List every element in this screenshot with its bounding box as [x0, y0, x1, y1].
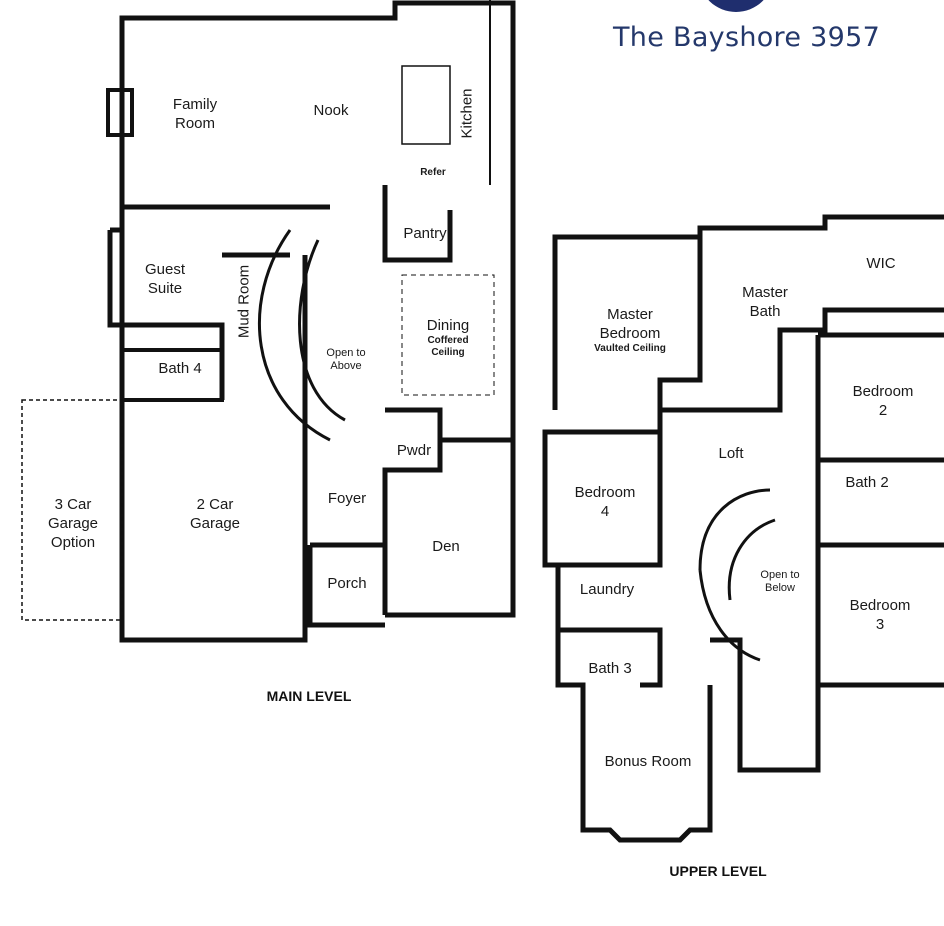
upper-level-label: UPPER LEVEL — [669, 863, 767, 879]
room-guest-suite: Guest Suite — [144, 261, 186, 297]
room-master-bedroom: Master Bedroom — [599, 306, 661, 342]
room-mud-room: Mud Room — [235, 264, 253, 339]
room-laundry: Laundry — [579, 581, 635, 598]
room-2-car-garage: 2 Car Garage — [189, 496, 241, 532]
open-to-below: Open to Below — [760, 569, 800, 594]
room-wic: WIC — [866, 255, 896, 272]
room-master-bath: Master Bath — [742, 284, 788, 320]
room-bath-3: Bath 3 — [588, 660, 632, 677]
room-kitchen: Kitchen — [458, 88, 476, 139]
dining-note: Coffered Ceiling — [427, 335, 469, 358]
room-dining: Dining — [426, 317, 470, 334]
room-family-room: Family Room — [172, 96, 218, 132]
room-bedroom-4: Bedroom 4 — [574, 484, 636, 520]
room-loft: Loft — [718, 445, 744, 462]
master-bedroom-note: Vaulted Ceiling — [594, 343, 666, 354]
room-3-car-garage: 3 Car Garage Option — [47, 496, 99, 551]
main-level-label: MAIN LEVEL — [266, 688, 352, 704]
room-bonus-room: Bonus Room — [604, 753, 692, 770]
room-den: Den — [432, 538, 460, 555]
room-porch: Porch — [327, 575, 367, 592]
room-pwdr: Pwdr — [396, 442, 432, 459]
room-foyer: Foyer — [327, 490, 367, 507]
plan-title: The Bayshore 3957 — [613, 22, 881, 53]
room-pantry: Pantry — [403, 225, 447, 242]
room-bedroom-2: Bedroom 2 — [852, 383, 914, 419]
room-bath-4: Bath 4 — [158, 360, 202, 377]
room-bedroom-3: Bedroom 3 — [849, 597, 911, 633]
upper-level-walls — [542, 214, 944, 843]
room-bath-2: Bath 2 — [845, 474, 889, 491]
main-level-walls — [21, 0, 516, 643]
room-refer: Refer — [420, 167, 446, 178]
room-nook: Nook — [313, 102, 349, 119]
open-to-above: Open to Above — [326, 347, 366, 372]
